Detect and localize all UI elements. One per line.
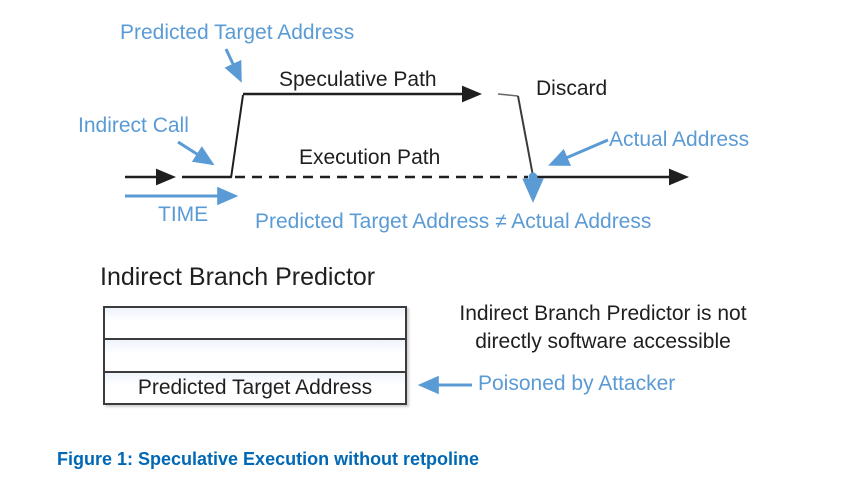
predicted-target-pointer-arrow (224, 48, 242, 83)
predictor-row-predicted-target: Predicted Target Address (105, 370, 405, 403)
mismatch-label: Predicted Target Address ≠ Actual Addres… (255, 210, 652, 233)
predicted-target-address-label: Predicted Target Address (120, 21, 355, 44)
predictor-accessibility-note: Indirect Branch Predictor is not directl… (459, 302, 747, 353)
predictor-table: Predicted Target Address (103, 306, 407, 405)
predictor-row-2 (105, 338, 405, 371)
indirect-call-label: Indirect Call (78, 114, 189, 137)
discard-label: Discard (536, 77, 608, 100)
actual-address-pointer-arrow (548, 138, 609, 166)
predictor-row-1 (105, 308, 405, 339)
predictor-title: Indirect Branch Predictor (100, 263, 376, 291)
time-label: TIME (158, 203, 209, 226)
poisoned-by-attacker-label: Poisoned by Attacker (478, 372, 676, 395)
speculative-path-label: Speculative Path (279, 68, 437, 91)
discard-drop-line (497, 93, 534, 177)
execution-path-label: Execution Path (299, 146, 441, 169)
speculation-branch-line (230, 94, 244, 179)
resolution-junction-dot (528, 172, 538, 182)
figure-caption: Figure 1: Speculative Execution without … (57, 449, 480, 469)
actual-address-label: Actual Address (609, 128, 750, 151)
indirect-call-pointer-arrow (177, 140, 215, 166)
